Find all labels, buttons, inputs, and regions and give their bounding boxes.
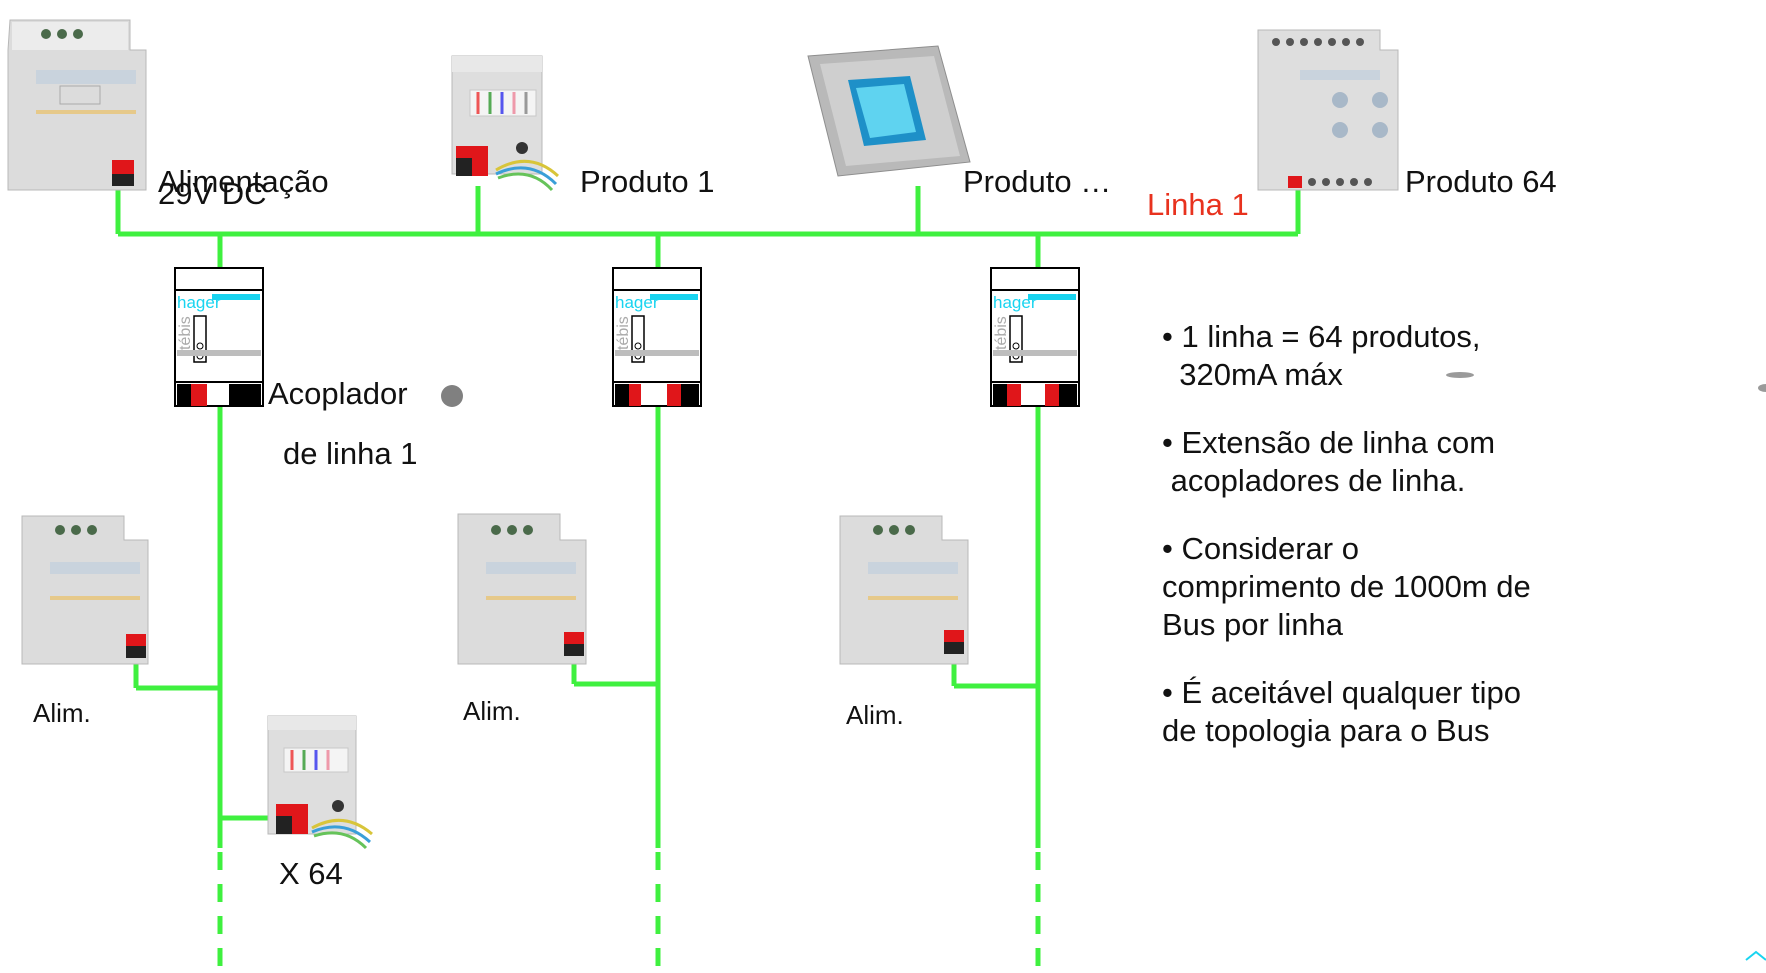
x64-label: X 64: [279, 856, 343, 891]
alim-label-right: Alim.: [846, 700, 904, 730]
note-item: • Extensão de linha com acopladores de l…: [1162, 425, 1496, 498]
line-coupler-2: hager tébis: [612, 267, 702, 407]
line-coupler-3: hager tébis: [990, 267, 1080, 407]
notes-list: • 1 linha = 64 produtos, 320mA máx • Ext…: [1162, 318, 1766, 780]
product-touch-panel-device: [807, 45, 971, 177]
line-1-label: Linha 1: [1147, 187, 1249, 222]
decorative-marks: [1446, 372, 1766, 961]
power-supply-device-middle: [457, 513, 587, 665]
svg-text:tébis: tébis: [993, 316, 1010, 350]
product-1-label: Produto 1: [580, 164, 715, 199]
power-supply-voltage-label: 29V DC: [158, 176, 267, 211]
note-item: • É aceitável qualquer tipo de topologia…: [1162, 675, 1521, 748]
bus-wiring: [115, 186, 1301, 848]
product-64-device: [1257, 29, 1399, 191]
note-item: • Considerar o comprimento de 1000m de B…: [1162, 531, 1531, 642]
power-supply-label: Alimentação: [158, 164, 329, 199]
grey-dot-icon: [441, 385, 463, 407]
line-coupler-1: hager tébis: [174, 267, 264, 407]
branch-product-device: [267, 715, 373, 850]
svg-text:hager: hager: [993, 293, 1037, 312]
line-coupler-label-line2: de linha 1: [283, 436, 418, 471]
svg-text:hager: hager: [615, 293, 659, 312]
power-supply-device-left: [21, 515, 149, 665]
svg-text:tébis: tébis: [177, 316, 194, 350]
power-supply-device-top: [7, 19, 147, 191]
bus-continuation-dashes: [217, 852, 1041, 973]
power-supply-device-right: [839, 515, 969, 665]
note-item: • 1 linha = 64 produtos, 320mA máx: [1162, 319, 1481, 392]
line-coupler-label: Acoplador: [268, 376, 408, 411]
svg-text:tébis: tébis: [615, 316, 632, 350]
alim-label-left: Alim.: [33, 698, 91, 728]
product-mid-label: Produto …: [963, 164, 1112, 199]
svg-text:hager: hager: [177, 293, 221, 312]
alim-label-middle: Alim.: [463, 696, 521, 726]
product-64-label: Produto 64: [1405, 164, 1557, 199]
product-1-device: [451, 55, 560, 192]
